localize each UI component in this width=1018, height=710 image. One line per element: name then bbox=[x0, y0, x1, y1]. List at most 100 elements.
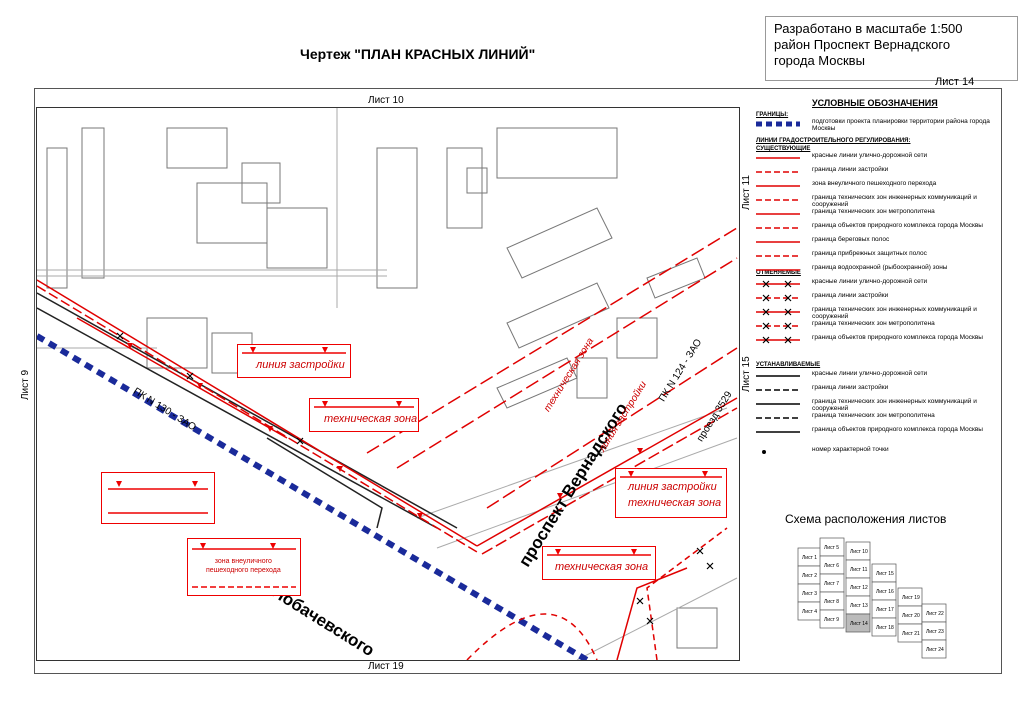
scheme-cell-label: Лист 13 bbox=[850, 603, 868, 609]
callout-build-tech: линия застройки техническая зона bbox=[615, 468, 727, 518]
legend-row-border: подготовки проекта планировки территории… bbox=[756, 118, 990, 132]
legend-text: граница технических зон метрополитена bbox=[812, 320, 935, 327]
adjacent-sheet-right-top: Лист 11 bbox=[741, 175, 752, 210]
legend-text: граница объектов природного комплекса го… bbox=[812, 222, 983, 229]
scheme-cell-label: Лист 7 bbox=[824, 581, 839, 587]
scheme-cell-label: Лист 9 bbox=[824, 617, 839, 623]
legend-text: граница водоохранной (рыбоохранной) зоны bbox=[812, 264, 948, 271]
legend-text: граница технических зон метрополитена bbox=[812, 412, 935, 419]
scheme-cell-label: Лист 2 bbox=[802, 573, 817, 579]
legend-section-new: УСТАНАВЛИВАЕМЫЕ bbox=[756, 362, 821, 368]
scheme-cell-label: Лист 23 bbox=[926, 629, 944, 635]
legend-symbol bbox=[756, 213, 800, 215]
legend-text: граница береговых полос bbox=[812, 236, 890, 243]
adjacent-sheet-bottom: Лист 19 bbox=[368, 661, 404, 672]
building bbox=[196, 182, 268, 244]
building bbox=[166, 127, 228, 169]
info-city: города Москвы bbox=[774, 53, 865, 68]
building bbox=[266, 207, 328, 269]
legend-text: зона внеуличного пешеходного перехода bbox=[812, 180, 937, 187]
legend-text: граница объектов природного комплекса го… bbox=[812, 334, 983, 341]
callout-pedestrian-zone: зона внеуличного пешеходного перехода bbox=[187, 538, 301, 596]
info-box: Разработано в масштабе 1:500 район Просп… bbox=[765, 16, 1018, 81]
callout-pedestrian-text-1: зона внеуличного bbox=[214, 558, 272, 565]
legend-row-new: граница объектов природного комплекса го… bbox=[752, 426, 997, 438]
building bbox=[616, 317, 658, 359]
scheme-title: Схема расположения листов bbox=[785, 512, 947, 526]
callout-tech-zone-2-text: техническая зона bbox=[555, 561, 649, 573]
legend-section-borders: ГРАНИЦЫ: bbox=[756, 112, 789, 118]
map-drawing bbox=[37, 108, 738, 660]
building bbox=[496, 127, 618, 179]
scheme-cell-label: Лист 15 bbox=[876, 571, 894, 577]
legend-row-cancel: граница технических зон инженерных комму… bbox=[752, 306, 997, 320]
legend-row-new: граница технических зон метрополитена bbox=[752, 412, 997, 424]
legend-symbol bbox=[756, 375, 800, 377]
building bbox=[676, 607, 718, 649]
building bbox=[446, 147, 483, 229]
legend-row-cancel: красные линии улично-дорожной сети bbox=[752, 278, 997, 290]
scheme-cell-label: Лист 24 bbox=[926, 647, 944, 653]
legend-symbol bbox=[756, 185, 800, 187]
legend-text: красные линии улично-дорожной сети bbox=[812, 152, 928, 159]
callout-tech-zone-2: техническая зона bbox=[542, 546, 656, 580]
building bbox=[506, 282, 610, 349]
legend-row-new: граница линии застройки bbox=[752, 384, 997, 396]
legend-symbol bbox=[756, 269, 800, 271]
scheme-cell-label: Лист 21 bbox=[902, 631, 920, 637]
legend-symbol bbox=[756, 431, 800, 433]
legend-row-point: номер характерной точки bbox=[752, 446, 997, 458]
callout-tech-zone: техническая зона bbox=[309, 398, 419, 432]
legend-symbol bbox=[756, 417, 800, 419]
building bbox=[466, 167, 488, 194]
building bbox=[241, 162, 281, 204]
legend-row-existing: зона внеуличного пешеходного перехода bbox=[752, 180, 997, 192]
drawing-frame bbox=[34, 88, 1002, 674]
legend-symbol bbox=[756, 157, 800, 159]
legend-symbol bbox=[756, 294, 800, 302]
scheme-cell-label: Лист 11 bbox=[850, 567, 868, 573]
legend-text: граница объектов природного комплекса го… bbox=[812, 426, 983, 433]
legend-text: граница технических зон инженерных комму… bbox=[812, 398, 977, 412]
callout-build-tech-text-1: линия застройки bbox=[628, 481, 717, 493]
legend-row-existing: граница линии застройки bbox=[752, 166, 997, 178]
scheme-cell-label: Лист 10 bbox=[850, 549, 868, 555]
scheme-cell-label: Лист 20 bbox=[902, 613, 920, 619]
scheme-cell-label: Лист 3 bbox=[802, 591, 817, 597]
building bbox=[81, 127, 105, 279]
legend-text: граница технических зон метрополитена bbox=[812, 208, 935, 215]
legend-row-existing: граница технических зон инженерных комму… bbox=[752, 194, 997, 208]
legend-symbol bbox=[756, 227, 800, 229]
callout-tech-zone-text: техническая зона bbox=[324, 413, 418, 425]
building bbox=[146, 317, 208, 369]
legend-section-existing: СУЩЕСТВУЮЩИЕ bbox=[756, 146, 811, 152]
building bbox=[646, 257, 706, 299]
scheme-cell bbox=[845, 613, 871, 633]
callout-legend-sample bbox=[101, 472, 215, 524]
legend-symbol bbox=[756, 308, 800, 316]
legend-text: граница линии застройки bbox=[812, 166, 889, 173]
legend-symbol bbox=[756, 199, 800, 201]
sheet-number: Лист 14 bbox=[935, 76, 975, 88]
legend-row-cancel: граница объектов природного комплекса го… bbox=[752, 334, 997, 346]
legend-text: граница прибрежных защитных полос bbox=[812, 250, 927, 257]
legend-symbol bbox=[756, 241, 800, 243]
legend-symbol bbox=[756, 255, 800, 257]
scheme-cell-label: Лист 5 bbox=[824, 545, 839, 551]
legend-text: граница линии застройки bbox=[812, 292, 889, 299]
legend-row-existing: граница объектов природного комплекса го… bbox=[752, 222, 997, 234]
building bbox=[376, 147, 418, 289]
scheme-cell-label: Лист 6 bbox=[824, 563, 839, 569]
scheme-cell-label: Лист 16 bbox=[876, 589, 894, 595]
legend-symbol bbox=[756, 322, 800, 330]
legend-heading: УСЛОВНЫЕ ОБОЗНАЧЕНИЯ bbox=[812, 98, 938, 108]
scheme-cell bbox=[921, 639, 947, 659]
legend-row-new: красные линии улично-дорожной сети bbox=[752, 370, 997, 382]
info-scale: Разработано в масштабе 1:500 bbox=[774, 21, 963, 36]
legend-section-cancel: ОТМЕНЯЕМЫЕ bbox=[756, 270, 801, 276]
scheme-cell-label: Лист 18 bbox=[876, 625, 894, 631]
scheme-cell-label: Лист 14 bbox=[850, 621, 868, 627]
building bbox=[506, 207, 613, 279]
legend-text: граница линии застройки bbox=[812, 384, 889, 391]
